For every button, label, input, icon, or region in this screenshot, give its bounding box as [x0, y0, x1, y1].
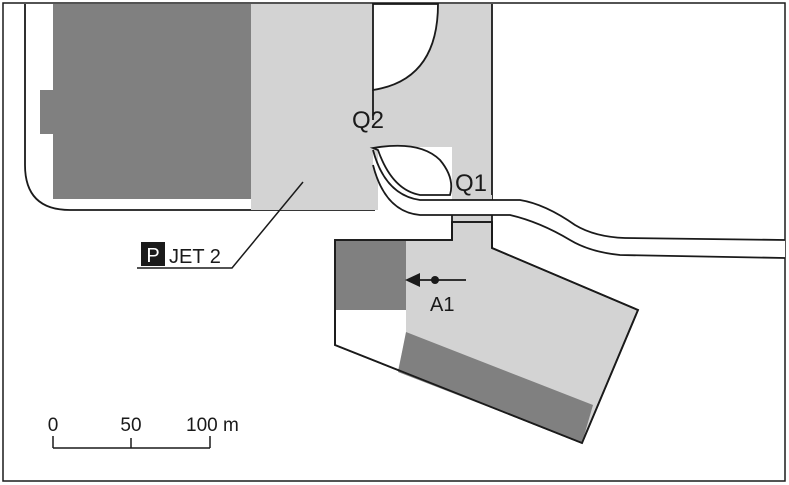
- road: [373, 150, 785, 258]
- cutout-teardrop: [369, 144, 453, 196]
- label-q2: Q2: [352, 107, 384, 134]
- scale-tick-100: 100 m: [186, 415, 239, 436]
- scale-tick-0: 0: [48, 415, 59, 436]
- road-edge-bottom: [372, 164, 786, 259]
- building-notch-white: [46, 136, 56, 176]
- building-dark-lower-band: [398, 332, 593, 443]
- parking-area-jet2-bottom: [251, 140, 375, 210]
- scale-tick-50: 50: [120, 415, 141, 436]
- building-notch: [40, 90, 56, 134]
- cutout-top: [372, 3, 439, 92]
- road-edge-top: [372, 149, 786, 241]
- building-dark-block: [53, 4, 252, 199]
- label-q1: Q1: [455, 170, 487, 197]
- scale-bar: 0 50 100 m: [48, 415, 239, 449]
- building-dark-lower-left: [336, 241, 406, 310]
- label-a1: A1: [430, 294, 454, 316]
- white-lower-left-edge: [336, 310, 406, 370]
- parking-name-label: JET 2: [169, 246, 221, 268]
- building-outline-left: [24, 4, 375, 211]
- parking-sign-icon: [141, 242, 165, 266]
- arrow-left-icon: [405, 273, 466, 287]
- parking-leader-line: [137, 181, 304, 269]
- parking-badge-letter: P: [146, 245, 159, 267]
